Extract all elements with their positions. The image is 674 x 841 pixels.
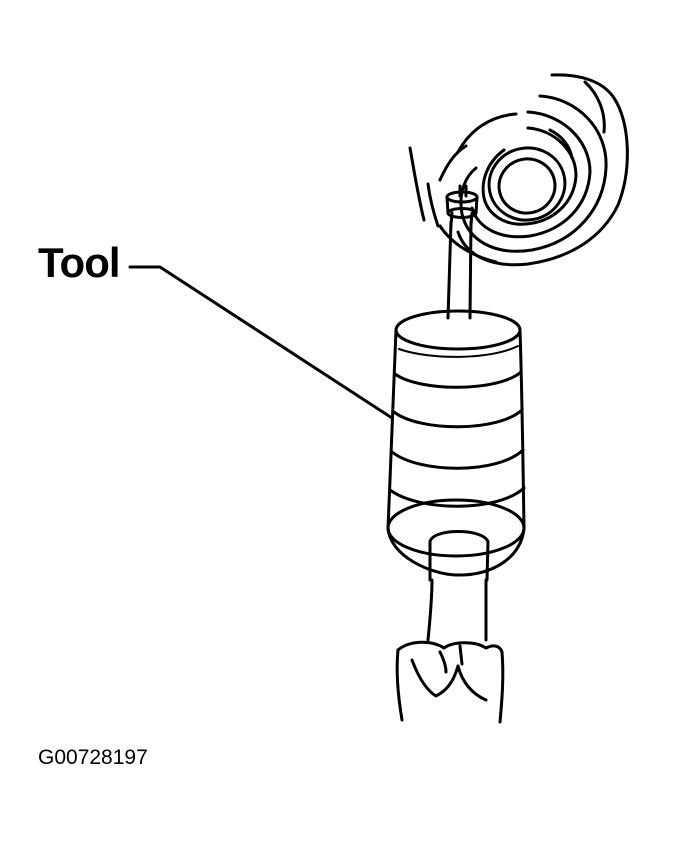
coil-seal	[438, 73, 629, 267]
lower-shaft	[426, 530, 490, 642]
shaft-tip	[445, 184, 479, 227]
slide-hammer-weight	[386, 309, 526, 577]
callout-label-tool: Tool	[38, 239, 121, 286]
guide-lines	[408, 146, 440, 228]
callout-leader	[128, 265, 394, 420]
handle-grip	[395, 640, 505, 724]
upper-shaft	[446, 220, 473, 320]
figure-id: G00728197	[38, 746, 148, 769]
